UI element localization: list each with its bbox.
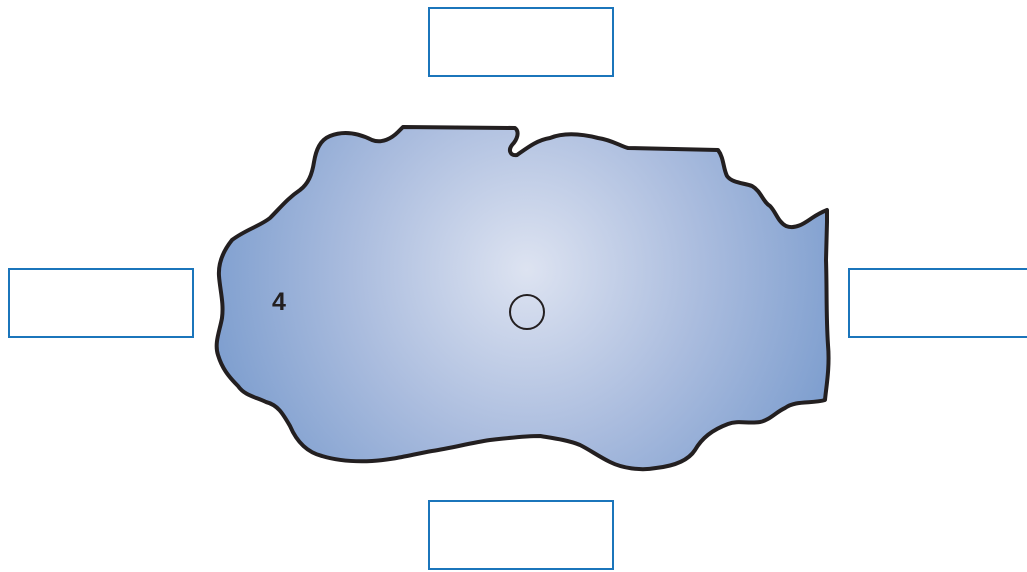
direction-box-left[interactable] (8, 268, 194, 338)
direction-box-top[interactable] (428, 7, 614, 77)
direction-box-right[interactable] (848, 268, 1027, 338)
island-landmass (217, 127, 829, 469)
direction-box-bottom[interactable] (428, 500, 614, 570)
region-number-label: 4 (272, 290, 286, 315)
